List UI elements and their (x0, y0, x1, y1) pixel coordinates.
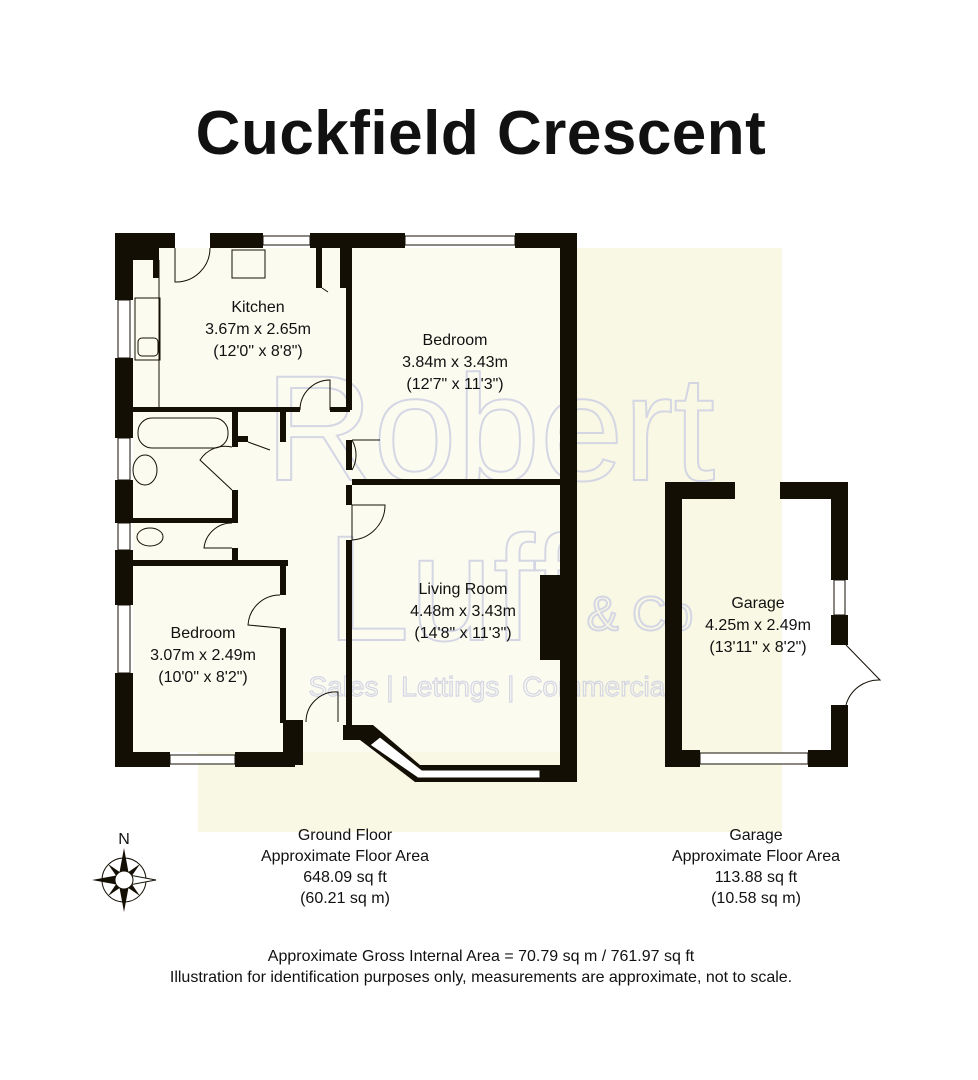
room-bedroom-1: Bedroom 3.84m x 3.43m (12'7" x 11'3") (402, 332, 508, 393)
walls (115, 233, 848, 782)
watermark-tagline: Sales | Lettings | Commercial (308, 671, 671, 702)
room-size-imperial: (14'8" x 11'3") (414, 625, 511, 642)
room-name: Living Room (419, 581, 508, 598)
footer: Approximate Gross Internal Area = 70.79 … (0, 946, 962, 988)
garage-area: Garage Approximate Floor Area 113.88 sq … (641, 825, 871, 909)
room-garage: Garage 4.25m x 2.49m (13'11" x 8'2") (705, 595, 811, 656)
room-size-metric: 3.84m x 3.43m (402, 354, 508, 371)
disclaimer: Illustration for identification purposes… (169, 969, 793, 986)
ground-floor-label: Approximate Floor Area (260, 848, 430, 865)
compass-north-label: N (118, 831, 130, 848)
room-living-room: Living Room 4.48m x 3.43m (14'8" x 11'3"… (410, 581, 516, 642)
ground-floor-sqm: (60.21 sq m) (300, 890, 390, 907)
room-size-metric: 4.25m x 2.49m (705, 617, 811, 634)
page-title: Cuckfield Crescent (195, 99, 767, 168)
garage-name: Garage (729, 827, 783, 844)
windows (117, 235, 846, 765)
room-size-imperial: (12'7" x 11'3") (406, 376, 503, 393)
ground-floor-name: Ground Floor (297, 827, 393, 844)
room-kitchen: Kitchen 3.67m x 2.65m (12'0" x 8'8") (205, 299, 311, 360)
room-size-metric: 3.67m x 2.65m (205, 321, 311, 338)
garage-sqft: 113.88 sq ft (714, 869, 798, 886)
compass-icon: N (92, 831, 157, 912)
ground-floor-area: Ground Floor Approximate Floor Area 648.… (230, 825, 460, 909)
room-name: Bedroom (171, 625, 236, 642)
watermark-line2: Luff (326, 504, 574, 672)
garage-sqm: (10.58 sq m) (711, 890, 801, 907)
room-size-imperial: (12'0" x 8'8") (213, 343, 303, 360)
room-size-metric: 3.07m x 2.49m (150, 647, 256, 664)
room-size-imperial: (13'11" x 8'2") (709, 639, 806, 656)
room-name: Kitchen (231, 299, 284, 316)
room-name: Bedroom (423, 332, 488, 349)
fixtures (132, 247, 882, 723)
ground-floor-sqft: 648.09 sq ft (303, 869, 387, 886)
room-bedroom-2: Bedroom 3.07m x 2.49m (10'0" x 8'2") (150, 625, 256, 686)
garage-label: Approximate Floor Area (671, 848, 841, 865)
gross-internal-area: Approximate Gross Internal Area = 70.79 … (267, 948, 695, 965)
room-name: Garage (731, 595, 784, 612)
room-size-metric: 4.48m x 3.43m (410, 603, 516, 620)
room-size-imperial: (10'0" x 8'2") (158, 669, 248, 686)
watermark: Robert Luff & Co Sales | Lettings | Comm… (264, 343, 716, 703)
